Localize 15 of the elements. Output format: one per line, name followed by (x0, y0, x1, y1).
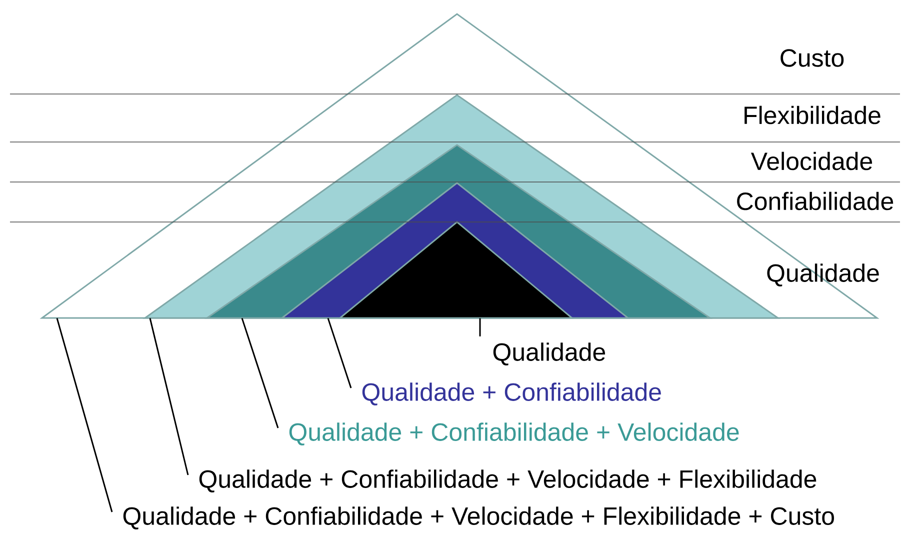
combination-label: Qualidade + Confiabilidade + Velocidade + Flexibilidade + Custo (123, 506, 834, 530)
leader-line (56, 318, 113, 512)
level-label: Velocidade (750, 152, 872, 170)
level-label: Custo (780, 49, 844, 67)
leader-line (479, 318, 481, 336)
combination-label: Qualidade + Confiabilidade (362, 382, 661, 406)
level-label: Flexibilidade (744, 106, 880, 124)
combination-label: Qualidade + Confiabilidade + Velocidade + Flexibilidade (199, 470, 816, 492)
combination-label: Qualidade + Confiabilidade + Velocidade (289, 422, 739, 446)
leader-line (149, 318, 189, 476)
leader-line (327, 318, 352, 388)
leader-line (241, 318, 279, 428)
level-label: Confiabilidade (737, 192, 894, 210)
level-label: Qualidade (767, 264, 879, 286)
combination-label: Qualidade (493, 342, 606, 366)
